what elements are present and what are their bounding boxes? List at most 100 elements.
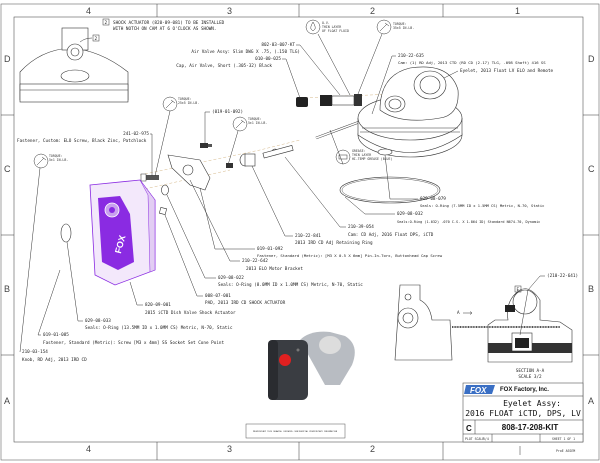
torque-a-label: TORQUE: <box>178 97 192 101</box>
section-view <box>452 288 573 363</box>
sheet-size: C <box>466 424 472 433</box>
o-ring-small <box>161 184 169 196</box>
note-callout-box <box>92 34 100 42</box>
title-block <box>462 382 584 443</box>
note-marker: 2 <box>105 20 108 26</box>
air-valve-cap <box>296 97 308 107</box>
detail-marker: E <box>517 287 520 293</box>
large-o-ring <box>339 176 441 204</box>
oil-line-1: O.V. <box>322 21 330 25</box>
callout-part-retaining-ring: 210-22-841 <box>295 233 321 239</box>
detail-marker-box <box>514 285 522 293</box>
callout-desc-air-valve: Air Valve Assy: Slim DWG X .75, (.150 TL… <box>191 49 300 55</box>
torque-icon <box>33 153 49 169</box>
note-marker-box <box>102 18 110 26</box>
zone-col-3-bottom: 3 <box>227 444 232 454</box>
cam-shaft-body <box>262 145 294 159</box>
grease-icon <box>335 149 351 165</box>
proprietary-notice: PROPRIETARY THIS DRAWING CONTAINS CONFID… <box>253 430 338 433</box>
zone-col-4-bottom: 4 <box>86 444 91 454</box>
callout-part-cam-cd: 210-39-054 <box>348 224 374 230</box>
callout-desc-set-screw: Fastener, Standard (Metric): Screw [M3 x… <box>43 340 224 346</box>
outer-frame <box>0 3 600 461</box>
screw <box>200 143 212 148</box>
callout-part-oring-022: 029-08-022 <box>218 275 244 281</box>
callout-part-motor-bracket: 210-22-642 <box>242 258 268 264</box>
actuator-photo <box>268 331 355 400</box>
zone-row-d: D <box>4 54 11 64</box>
callout-desc-oring-032: Seals:O-Ring (1-032) .070 C.S. X 1.864 I… <box>397 220 540 224</box>
footer-label: ProE ASSEM <box>556 449 575 453</box>
title-line-1: Eyelet Assy: <box>503 399 561 408</box>
plot-scale: 5/4 <box>483 437 489 441</box>
zone-row-b-right: B <box>588 284 594 294</box>
callout-part-section-ref: (210-22-641) <box>547 273 578 279</box>
zone-col-4: 4 <box>86 6 91 16</box>
callout-part-air-valve: 802-03-007-KT <box>261 42 295 48</box>
zone-row-c-right: C <box>588 164 595 174</box>
zone-row-a: A <box>4 396 10 406</box>
section-scale: SCALE 3/2 <box>518 374 542 380</box>
zone-row-c: C <box>4 164 11 174</box>
torque-icon <box>162 96 178 112</box>
bushing-body <box>244 153 256 167</box>
callout-desc-actuator: 2015 iCTD Dish Valve Shock Actuator <box>145 310 236 316</box>
zone-row-d-right: D <box>588 54 595 64</box>
callout-part-set-screw: 019-01-085 <box>43 332 69 338</box>
torque-top-label: TORQUE: <box>393 22 407 26</box>
torque-icon <box>376 19 392 35</box>
section-title: SECTION A-A <box>516 368 545 374</box>
callout-part-elo-screw: 241-02-975 <box>123 131 149 137</box>
motor-bracket <box>167 154 211 191</box>
torque-top-value: 35±5 IN.LB. <box>393 26 414 30</box>
callout-desc-cap: Cap, Air Valve, Short (.305-32) Black <box>176 63 272 69</box>
torque-icon <box>232 116 248 132</box>
oil-line-2: THIN LAYER <box>322 25 341 29</box>
title-line-2: 2016 FLOAT iCTD, DPS, LV <box>465 409 581 418</box>
callout-desc-oring-079: Seals: O-Ring (7.5MM ID x 1.5MM CS) Metr… <box>420 204 544 208</box>
callout-part-actuator: 820-09-001 <box>145 302 171 308</box>
callout-desc-pad: PAD, 2013 IRD CD SHOCK ACTUATOR <box>205 300 286 306</box>
note-line-1: SHOCK ACTUATOR (820-09-081) TO BE INSTAL… <box>113 20 225 26</box>
pad <box>158 206 168 216</box>
zone-row-b: B <box>4 284 10 294</box>
callout-part-buttonhead-screw: 019-01-092 <box>257 246 283 252</box>
callout-part-cap: 010-00-025 <box>255 56 281 62</box>
torque-b-label: TORQUE: <box>248 117 262 121</box>
zone-dividers <box>1 4 599 460</box>
knob-o-ring <box>60 223 72 243</box>
section-marker: A <box>457 310 460 316</box>
small-o-ring <box>377 148 393 156</box>
callout-desc-eyelet: Eyelet, 2013 Float LV ELO and Remote <box>460 68 554 74</box>
callout-desc-elo-screw: Fastener, Custom: ELO Screw, Black Zinc,… <box>17 138 147 144</box>
oil-line-3: OF FLOAT FLUID <box>322 29 349 33</box>
air-valve-assembly <box>320 94 362 106</box>
note-line-2: WITH NOTCH ON CAM AT 6 O'CLOCK AS SHOWN. <box>113 26 216 32</box>
screw <box>226 163 233 168</box>
callout-desc-buttonhead-screw: Fastener, Standard (Metric): [M3 X 0.5 X… <box>257 253 443 258</box>
torque-b-value: 5±1 IN.LB. <box>248 121 267 125</box>
elo-screw <box>140 173 159 182</box>
callout-desc-motor-bracket: 2013 ELO Motor Bracket <box>246 266 303 272</box>
callout-part-cam-rd: 210-22-635 <box>398 53 424 59</box>
callout-part-oring-033: 029-08-033 <box>85 318 111 324</box>
proprietary-box <box>245 423 346 439</box>
leader-lines <box>19 33 545 353</box>
callout-part-pad: 008-07-001 <box>205 293 231 299</box>
grease-line-1: GREASE: <box>352 149 366 153</box>
torque-c-value: 5±1 IN.LB. <box>49 158 68 162</box>
zone-row-a-right: A <box>588 396 594 406</box>
top-view-eyelet <box>19 27 129 103</box>
callout-desc-cam-cd: Cam: CD Adj, 2016 Float DPS, iCTD <box>348 232 434 238</box>
zone-col-2-bottom: 2 <box>370 444 375 454</box>
grease-line-2: THIN LAYER <box>352 153 371 157</box>
zone-col-1: 1 <box>515 6 520 16</box>
zone-col-3: 3 <box>227 6 232 16</box>
inner-frame <box>13 16 584 443</box>
main-eyelet <box>357 66 463 158</box>
zone-col-2: 2 <box>370 6 375 16</box>
actuator-logo: FOX <box>113 234 127 254</box>
callout-part-knob: 210-03-154 <box>22 349 48 355</box>
torque-a-value: 25±5 IN.LB. <box>178 101 199 105</box>
plot-scale-label: PLOT SCALE <box>465 437 484 441</box>
